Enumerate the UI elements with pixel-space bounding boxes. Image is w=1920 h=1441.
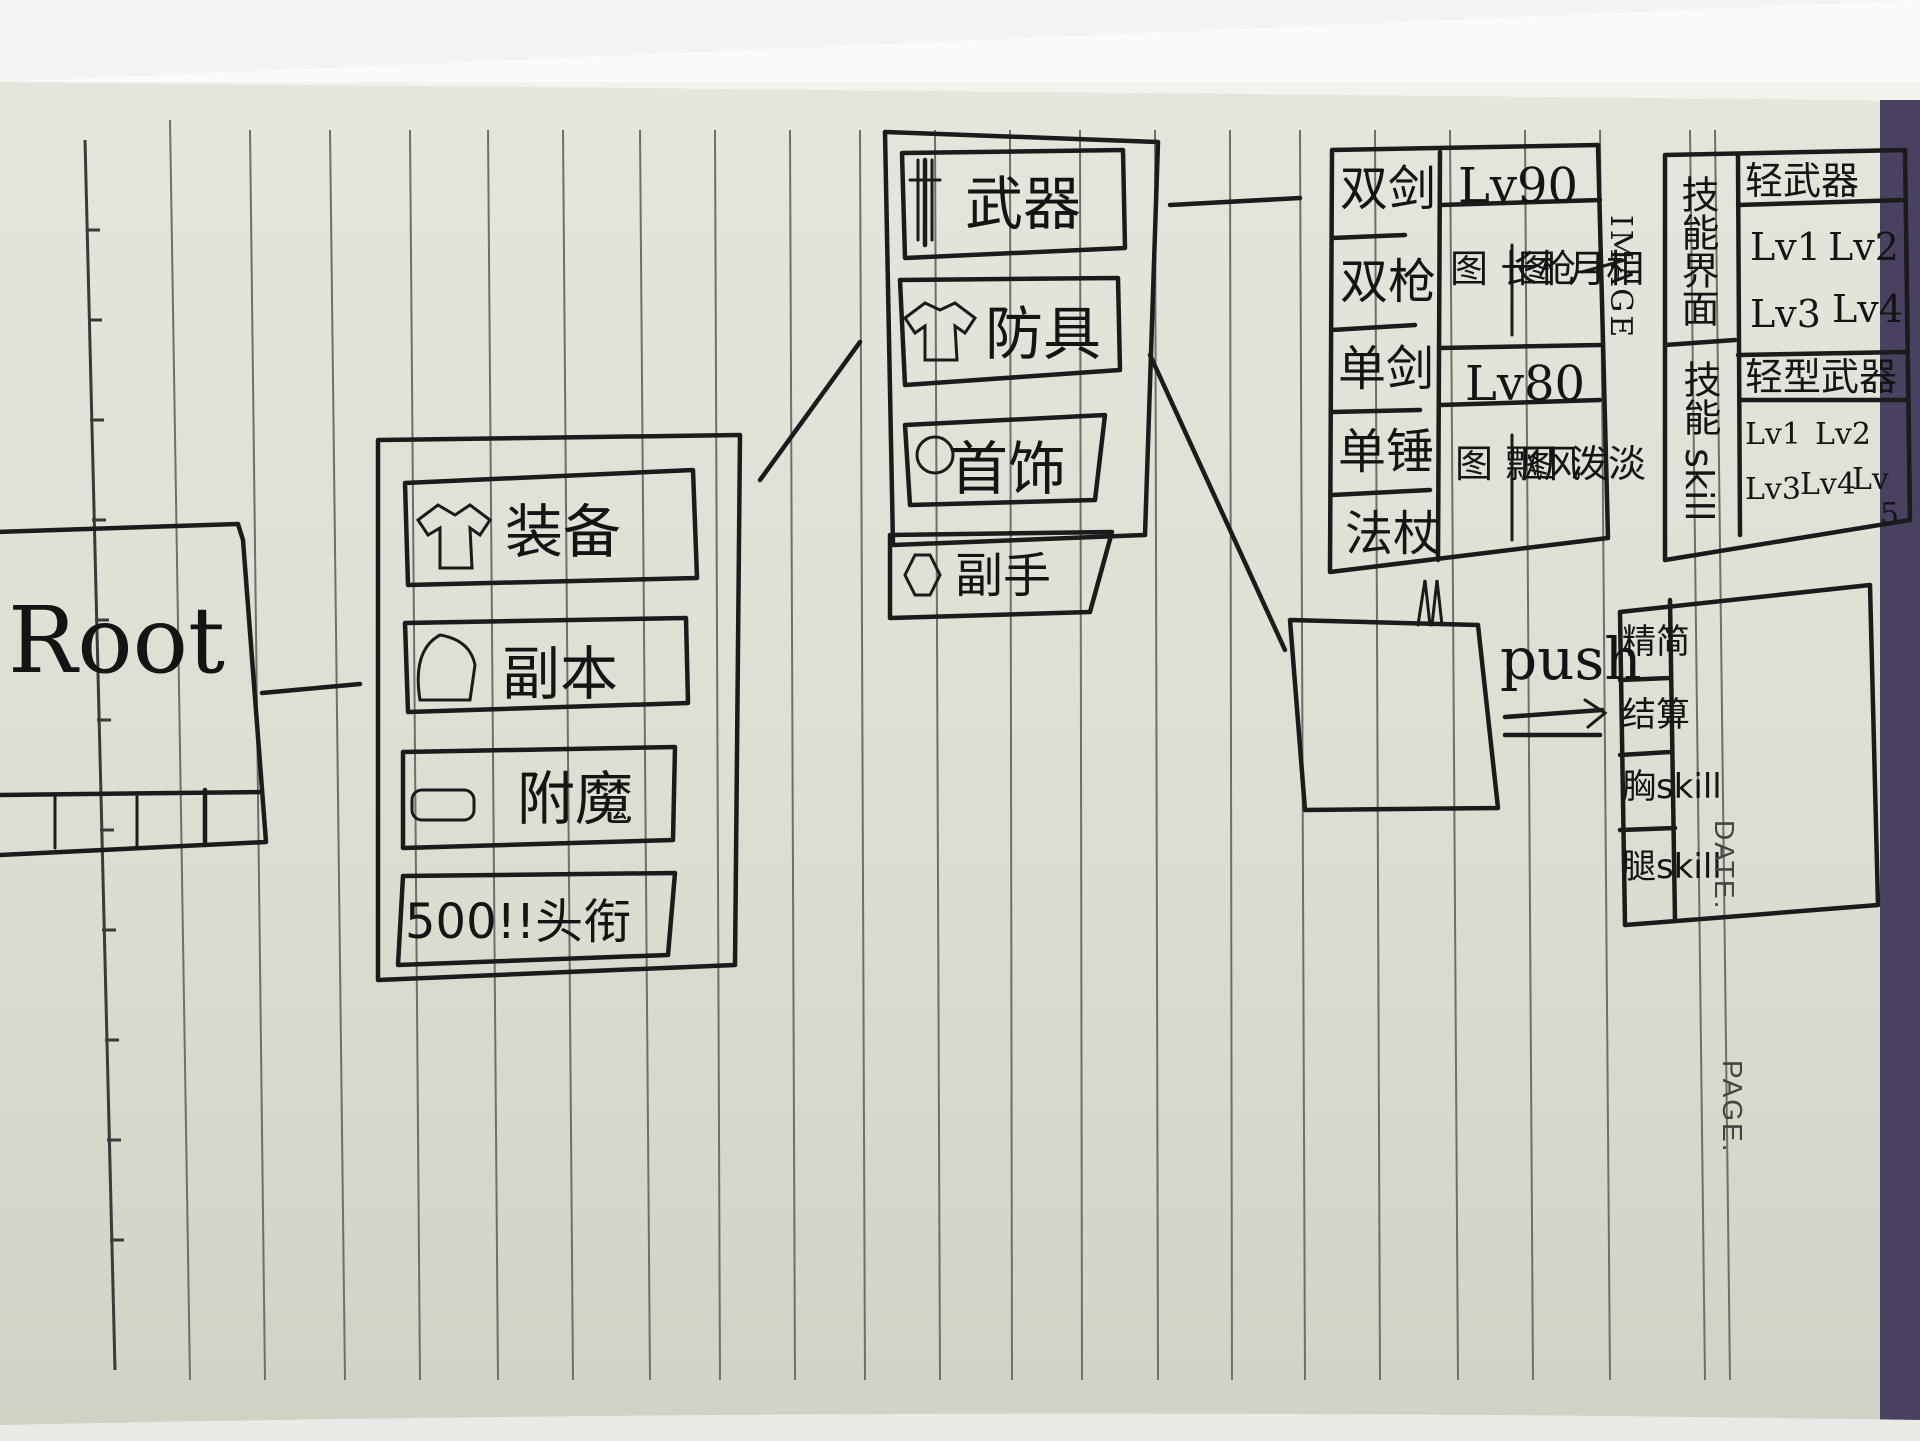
character-portrait-icon xyxy=(416,633,477,702)
menu-item-equipment-label: 装备 xyxy=(505,498,622,566)
spiral-binding xyxy=(0,1413,1920,1441)
skill-level-label: 5 xyxy=(1880,497,1900,532)
weapon-type-label: 单锤 xyxy=(1338,424,1435,480)
date-print-label: DATE. xyxy=(1709,820,1740,911)
equip-armor-label: 防具 xyxy=(985,300,1102,368)
connector-equip-weapons xyxy=(1167,195,1303,208)
skill-level-label: Lv4 xyxy=(1832,287,1903,331)
skill-panel-section-label: 技能 skill xyxy=(1677,360,1721,522)
connector-image-label xyxy=(1580,258,1627,274)
page-print-label: PAGE. xyxy=(1717,1060,1748,1154)
detail-screen-sketch xyxy=(1287,579,1608,813)
weapon-type-label: 法杖 xyxy=(1345,506,1442,562)
equip-accessory-label: 首饰 xyxy=(950,435,1067,503)
skill-level-label: Lv2 xyxy=(1828,225,1899,269)
armor-icon xyxy=(902,301,978,362)
root-screen-sketch xyxy=(0,521,269,858)
connector-root-menu xyxy=(259,681,363,696)
target-tab-label: 精简 xyxy=(1622,622,1690,662)
desk-background xyxy=(1880,100,1920,1441)
equip-extra-label: 副手 xyxy=(955,548,1052,604)
skill-level-label: Lv1 xyxy=(1745,417,1801,452)
sword-icon xyxy=(908,157,942,248)
connector-equip-detail xyxy=(1147,352,1288,653)
equip-category-sketch xyxy=(882,129,1161,621)
skill-panel-section-label: 技能界面 xyxy=(1675,175,1719,327)
target-tab-label: 结算 xyxy=(1622,695,1690,735)
weapon-type-label: 单剑 xyxy=(1338,341,1435,397)
target-screen-sketch xyxy=(1617,582,1881,928)
equip-weapon-label: 武器 xyxy=(965,170,1082,238)
level-header-label: Lv80 xyxy=(1465,356,1586,412)
skill-group-title: 轻型武器 xyxy=(1745,355,1898,399)
skill-level-label: Lv3 xyxy=(1750,292,1821,336)
gem-token-icon xyxy=(410,788,476,822)
image-annotation: IMAGE xyxy=(1603,215,1638,341)
weapon-grid-sketch xyxy=(1327,142,1611,575)
shirt-icon xyxy=(415,503,493,570)
target-tab-label: 胸skill xyxy=(1622,767,1722,807)
ruled-lines xyxy=(169,119,1731,1381)
hexagon-icon xyxy=(903,553,942,597)
weapon-item-label: 图 长枪 xyxy=(1450,247,1577,291)
weapon-item-label: 图 月相 xyxy=(1518,247,1645,291)
root-label: Root xyxy=(8,587,226,694)
main-menu-sketch xyxy=(375,432,743,983)
accessory-icon xyxy=(915,435,955,475)
menu-item-title-label: 500!!头衔 xyxy=(405,894,632,950)
weapon-type-label: 双枪 xyxy=(1340,254,1437,310)
connector-menu-equip xyxy=(757,339,863,483)
weapon-item-label: 图 泼淡 xyxy=(1520,442,1647,486)
menu-item-enchant-label: 附魔 xyxy=(517,765,634,833)
weapon-item-label: 图 飘风 xyxy=(1455,442,1582,486)
weapon-type-label: 双剑 xyxy=(1340,161,1437,217)
skill-level-label: Lv3 xyxy=(1745,472,1801,507)
level-header-label: Lv90 xyxy=(1458,158,1579,214)
margin-line xyxy=(83,139,124,1371)
push-label: push xyxy=(1500,625,1642,693)
skill-panel-sketch xyxy=(1662,147,1913,563)
skill-level-label: Lv xyxy=(1852,462,1889,497)
target-tab-label: 腿skill xyxy=(1622,847,1722,887)
skill-level-label: Lv1 xyxy=(1750,225,1821,269)
menu-item-dungeon-label: 副本 xyxy=(502,640,619,708)
skill-level-label: Lv2 xyxy=(1815,417,1871,452)
skill-level-label: Lv4 xyxy=(1800,467,1856,502)
skill-group-title: 轻武器 xyxy=(1745,159,1860,203)
